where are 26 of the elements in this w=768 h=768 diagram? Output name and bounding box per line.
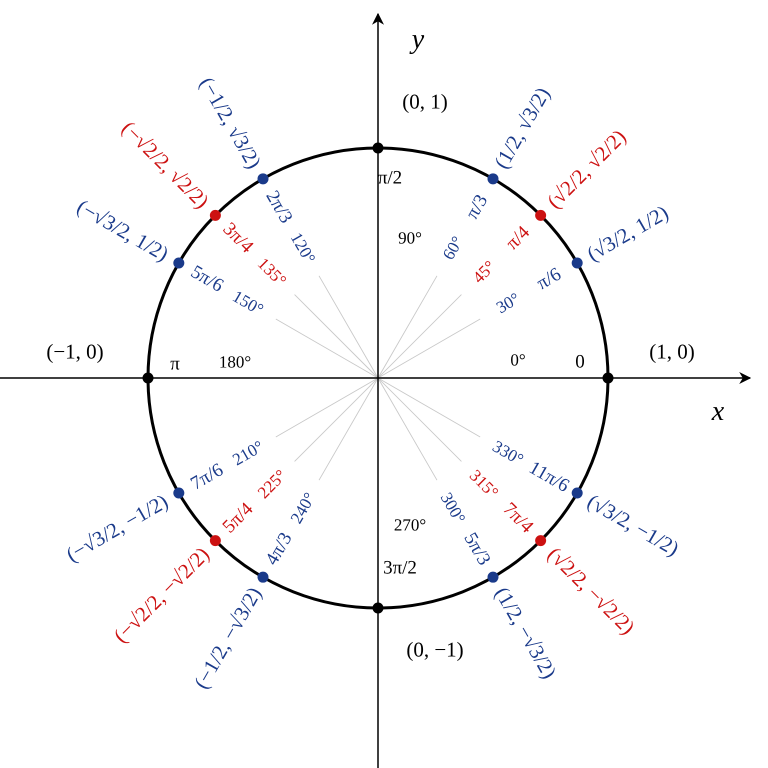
radian-label: π/4	[501, 221, 535, 255]
degree-label: 45°	[468, 256, 500, 288]
degree-label: 210°	[228, 436, 268, 470]
axis-label: y	[412, 26, 424, 54]
radian-label: 4π/3	[261, 528, 297, 571]
radian-label: 7π/6	[186, 459, 228, 495]
coordinate-label: (1, 0)	[649, 342, 695, 362]
degree-label: 90°	[398, 230, 422, 246]
degree-label: 60°	[438, 232, 468, 264]
radian-label: 5π/6	[186, 261, 228, 297]
degree-label: 270°	[394, 516, 426, 534]
axis-label: x	[712, 398, 724, 426]
coordinate-label: (0, −1)	[406, 640, 464, 660]
radian-label: π/2	[378, 168, 402, 188]
coordinate-label: (√3/2, 1/2)	[584, 202, 672, 266]
radian-label: π	[170, 354, 180, 374]
radian-label: 5π/4	[218, 498, 258, 538]
radian-label: π/3	[462, 190, 492, 224]
degree-label: 0°	[510, 352, 526, 368]
degree-label: 30°	[492, 288, 524, 318]
radian-label: π/6	[532, 264, 566, 294]
radian-label: 3π/2	[383, 558, 417, 578]
coordinate-label: (−1, 0)	[46, 342, 104, 362]
coordinate-label: (0, 1)	[402, 92, 448, 112]
degree-label: 180°	[218, 354, 252, 370]
radian-label: 0	[575, 352, 585, 372]
